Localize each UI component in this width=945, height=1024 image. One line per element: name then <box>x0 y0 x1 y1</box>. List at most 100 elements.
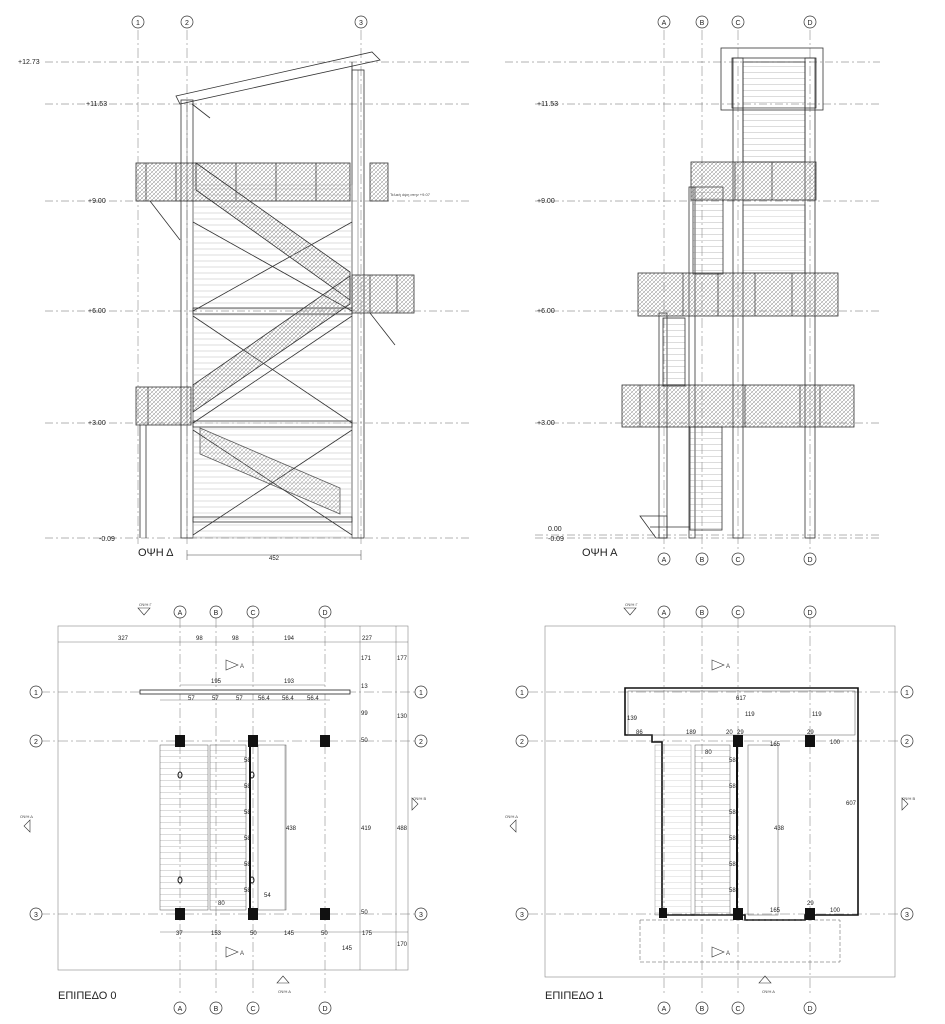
grid-label: 2 <box>905 739 909 746</box>
section-arrow-tag: Α <box>726 951 730 957</box>
elevation-d: 1 2 3 +12.73 +11.53 +9.00 +6.00 +3.00 -0… <box>18 15 470 562</box>
dimension-label: 153 <box>211 931 222 937</box>
grid-label: D <box>807 557 812 564</box>
grid-label: 3 <box>905 912 909 919</box>
section-tag: ΟΨΗ Α <box>762 989 775 994</box>
section-tag: ΟΨΗ Β <box>413 796 426 801</box>
grid-label: B <box>214 610 219 617</box>
dimension-label: 37 <box>176 931 183 937</box>
dimension-label: 13 <box>361 684 368 690</box>
dimension-label: 50 <box>361 910 368 916</box>
dimension-label: 438 <box>774 826 785 832</box>
dimension-label: 50 <box>321 931 328 937</box>
grid-label: 2 <box>34 739 38 746</box>
grid-label: 1 <box>419 690 423 697</box>
dimension-label: 58 <box>244 758 251 764</box>
level-mark: +9.00 <box>537 198 555 205</box>
dimension-label: 195 <box>211 679 222 685</box>
section-tag: ΟΨΗ Α <box>278 989 291 994</box>
section-tag: ΟΨΗ Γ <box>139 602 152 607</box>
elevation-a: A B C D A B C D +11.53 +9.00 +6.00 +3.00… <box>505 15 880 566</box>
section-tag: ΟΨΗ Γ <box>625 602 638 607</box>
grid-label: D <box>807 20 812 27</box>
grid-label: D <box>807 1006 812 1013</box>
dimension-label: 57 <box>236 696 243 702</box>
dimension-label: 189 <box>686 730 697 736</box>
grid-label: C <box>735 557 740 564</box>
dimension-label: 617 <box>736 696 747 702</box>
dimension-label: 139 <box>627 716 638 722</box>
dimension-label: 57 <box>212 696 219 702</box>
grid-label: 2 <box>419 739 423 746</box>
dimension-label: 29 <box>807 730 814 736</box>
dimension-label: 98 <box>196 636 203 642</box>
dimension-label: 20 <box>726 730 733 736</box>
dimension-label: 58 <box>244 862 251 868</box>
grid-bubble-1 <box>131 15 145 29</box>
grid-label: C <box>250 610 255 617</box>
dimension-label: 50 <box>361 738 368 744</box>
grid-bubble-3 <box>354 15 368 29</box>
dimension-label: 58 <box>729 784 736 790</box>
grid-label: A <box>178 1006 183 1013</box>
grid-label: C <box>735 20 740 27</box>
dimension-label: 438 <box>286 826 297 832</box>
level-mark: +11.53 <box>537 101 558 108</box>
level-mark: -0.09 <box>99 536 115 543</box>
grid-label: B <box>700 20 705 27</box>
level-mark: +12.73 <box>18 59 40 66</box>
plan-level-1: A B C D A B C D 1 2 3 1 2 3 <box>505 602 915 1015</box>
dimension-label: 54 <box>264 893 271 899</box>
grid-label: A <box>662 557 667 564</box>
grid-label: A <box>662 20 667 27</box>
grid-label: D <box>322 1006 327 1013</box>
dimension-label: 29 <box>807 901 814 907</box>
dimension-label: 58 <box>729 758 736 764</box>
dimension-label: 58 <box>244 784 251 790</box>
dimension-label: 58 <box>244 836 251 842</box>
section-tag: ΟΨΗ Δ <box>505 814 518 819</box>
grid-label: 1 <box>520 690 524 697</box>
grid-label: B <box>700 557 705 564</box>
grid-label: 2 <box>185 20 189 27</box>
dimension-label: 165 <box>770 908 781 914</box>
elevation-a-title: ΟΨΗ Α <box>582 547 618 559</box>
grid-label: 3 <box>359 20 363 27</box>
dimension-label: 58 <box>729 836 736 842</box>
level-mark: +6.00 <box>88 308 106 315</box>
plan-level-0: A B C D A B C D 1 2 3 1 2 3 <box>20 602 428 1015</box>
dimension-label: 119 <box>812 712 822 718</box>
section-tag: ΟΨΗ Δ <box>20 814 33 819</box>
column-marks <box>175 735 330 920</box>
grid-label: C <box>250 1006 255 1013</box>
dimension-label: 58 <box>244 888 251 894</box>
dimension-label: 50 <box>250 931 257 937</box>
grid-label: A <box>662 1006 667 1013</box>
grid-label: 1 <box>34 690 38 697</box>
dimension-label: 119 <box>745 712 755 718</box>
dimension-label: 130 <box>397 714 408 720</box>
dimension-label: 58 <box>244 810 251 816</box>
dimension-label: 58 <box>729 862 736 868</box>
plan-0-title: ΕΠΙΠΕΔΟ 0 <box>58 990 117 1002</box>
grid-label: B <box>214 1006 219 1013</box>
level-mark: +3.00 <box>537 420 555 427</box>
grid-label: 3 <box>419 912 423 919</box>
grid-label: C <box>735 610 740 617</box>
level-mark: 0.00 <box>548 526 562 533</box>
dimension-label: 58 <box>729 888 736 894</box>
dimension-label: 58 <box>729 810 736 816</box>
grid-label: A <box>662 610 667 617</box>
section-arrow-tag: Α <box>726 664 730 670</box>
dimension-label: 177 <box>397 656 408 662</box>
grid-label: C <box>735 1006 740 1013</box>
dimension-label: 56.4 <box>258 696 270 702</box>
grid-label: 1 <box>136 20 140 27</box>
grid-label: 3 <box>34 912 38 919</box>
level-mark: +3.00 <box>88 420 106 427</box>
dimension-label: 99 <box>361 711 368 717</box>
dimension-label: 165 <box>770 742 781 748</box>
elevation-note: Τελική όψη στην +9.07 <box>390 192 431 197</box>
plan-1-title: ΕΠΙΠΕΔΟ 1 <box>545 990 604 1002</box>
